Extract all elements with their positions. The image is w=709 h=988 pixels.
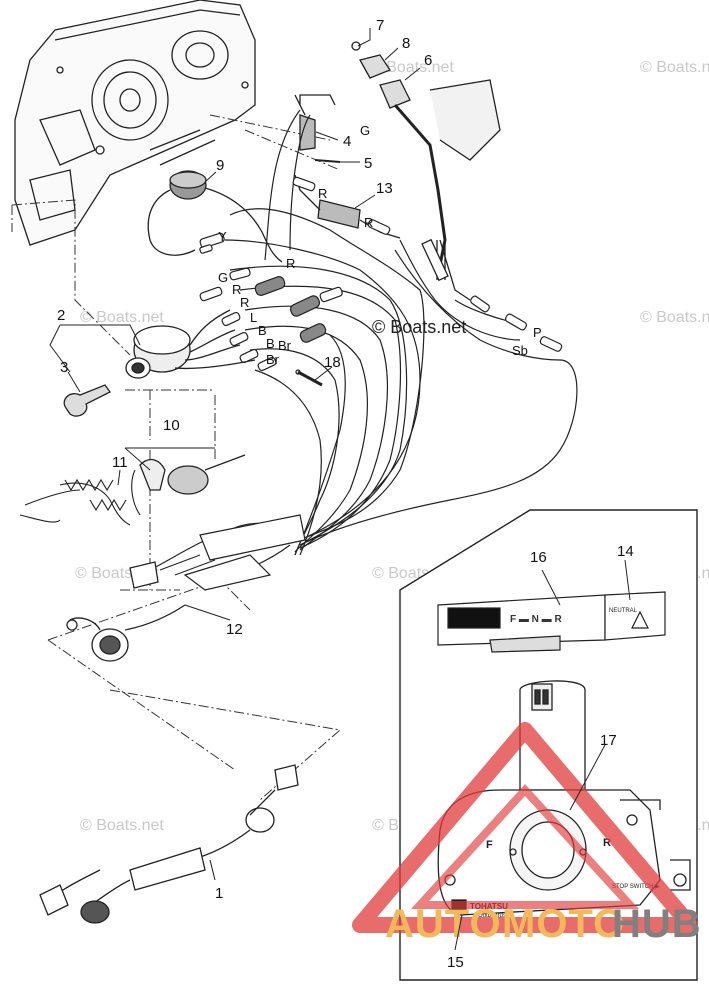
- wire-code-sb: Sb: [512, 343, 528, 358]
- wire-code-r: R: [232, 282, 241, 297]
- main-switch-part-2: [125, 309, 256, 379]
- logo-moto: MOTO: [502, 902, 625, 946]
- throttle-lever-assembly: [351, 41, 501, 301]
- harness-plug-part-12: [66, 561, 186, 662]
- center-watermark: © Boats.net: [372, 317, 466, 337]
- automotohub-logo: AUTO MOTO HUB: [352, 722, 702, 946]
- part-number-13: 13: [376, 180, 393, 197]
- brand-sub: Outboards: [478, 913, 506, 919]
- part-number-8: 8: [402, 35, 410, 52]
- part-number-4: 4: [343, 133, 351, 150]
- wire-code-p: P: [533, 325, 542, 340]
- part-number-9: 9: [216, 157, 224, 174]
- watermark-text: © Boats.net: [640, 59, 709, 76]
- pin-part-18: [295, 369, 323, 387]
- part-number-7: 7: [376, 17, 384, 34]
- watermark-center: © Boats.net: [372, 317, 466, 337]
- wire-code-br: Br: [266, 352, 280, 367]
- logo-auto: AUTO: [385, 902, 502, 946]
- control-housing: [14, 0, 256, 246]
- part-number-11: 11: [112, 454, 128, 471]
- watermark-text: © Boats.net: [80, 309, 164, 326]
- part-leaders: [49, 28, 631, 951]
- part-number-10: 10: [163, 417, 180, 434]
- part-numbers: 7 8 6 4 5 9 13 2 3 10 11 18 12 1 16 14 1…: [57, 17, 634, 971]
- wire-code-r: R: [364, 215, 373, 230]
- watermark-text: © Boats.net: [640, 309, 709, 326]
- forward-mark: F: [486, 839, 493, 851]
- part-number-5: 5: [364, 155, 372, 172]
- wire-harness: [149, 109, 578, 591]
- part-number-18: 18: [324, 354, 341, 371]
- key-part-3: [63, 384, 111, 417]
- stop-switch-label: STOP SWITCH ▶: [612, 884, 660, 890]
- neutral-label-text: NEUTRAL: [609, 608, 638, 614]
- wire-code-br: Br: [278, 338, 292, 353]
- part-number-12: 12: [226, 621, 243, 638]
- buzzer-part-9: [147, 170, 283, 263]
- watermark-text: © Boats.net: [370, 59, 454, 76]
- wire-code-g: G: [360, 123, 370, 138]
- wire-code-l: L: [250, 310, 257, 325]
- wire-code-g: G: [218, 270, 228, 285]
- wire-code-r: R: [240, 295, 249, 310]
- harness-connectors: [199, 176, 563, 372]
- watermark-text: © Boats.net: [80, 817, 164, 834]
- wire-code-r: R: [286, 256, 295, 271]
- reverse-mark: R: [603, 837, 611, 849]
- part-number-16: 16: [530, 549, 547, 566]
- wire-code-b: B: [258, 323, 267, 338]
- extension-harness-part-1: [39, 764, 299, 924]
- wire-code-r: R: [318, 186, 327, 201]
- part-number-1: 1: [215, 885, 223, 902]
- wire-code-b: B: [266, 336, 275, 351]
- part-number-15: 15: [447, 954, 464, 971]
- stop-switch-part-10: [139, 454, 246, 495]
- lanyard-part-11: [19, 469, 141, 526]
- shift-scale-label: F ▬ N ▬ R: [510, 614, 562, 625]
- part-number-17: 17: [600, 732, 617, 749]
- wire-code-y: Y: [218, 229, 227, 244]
- part-number-14: 14: [617, 543, 634, 560]
- part-number-6: 6: [424, 52, 432, 69]
- neutral-label-part-14: NEUTRAL: [604, 591, 666, 641]
- logo-hub: HUB: [612, 902, 702, 946]
- part-number-2: 2: [57, 307, 65, 324]
- part-number-3: 3: [60, 359, 68, 376]
- connector-part-4: [294, 94, 341, 163]
- wire-codes: G R R Y G R R R L B B Br Br P Sb: [218, 123, 542, 367]
